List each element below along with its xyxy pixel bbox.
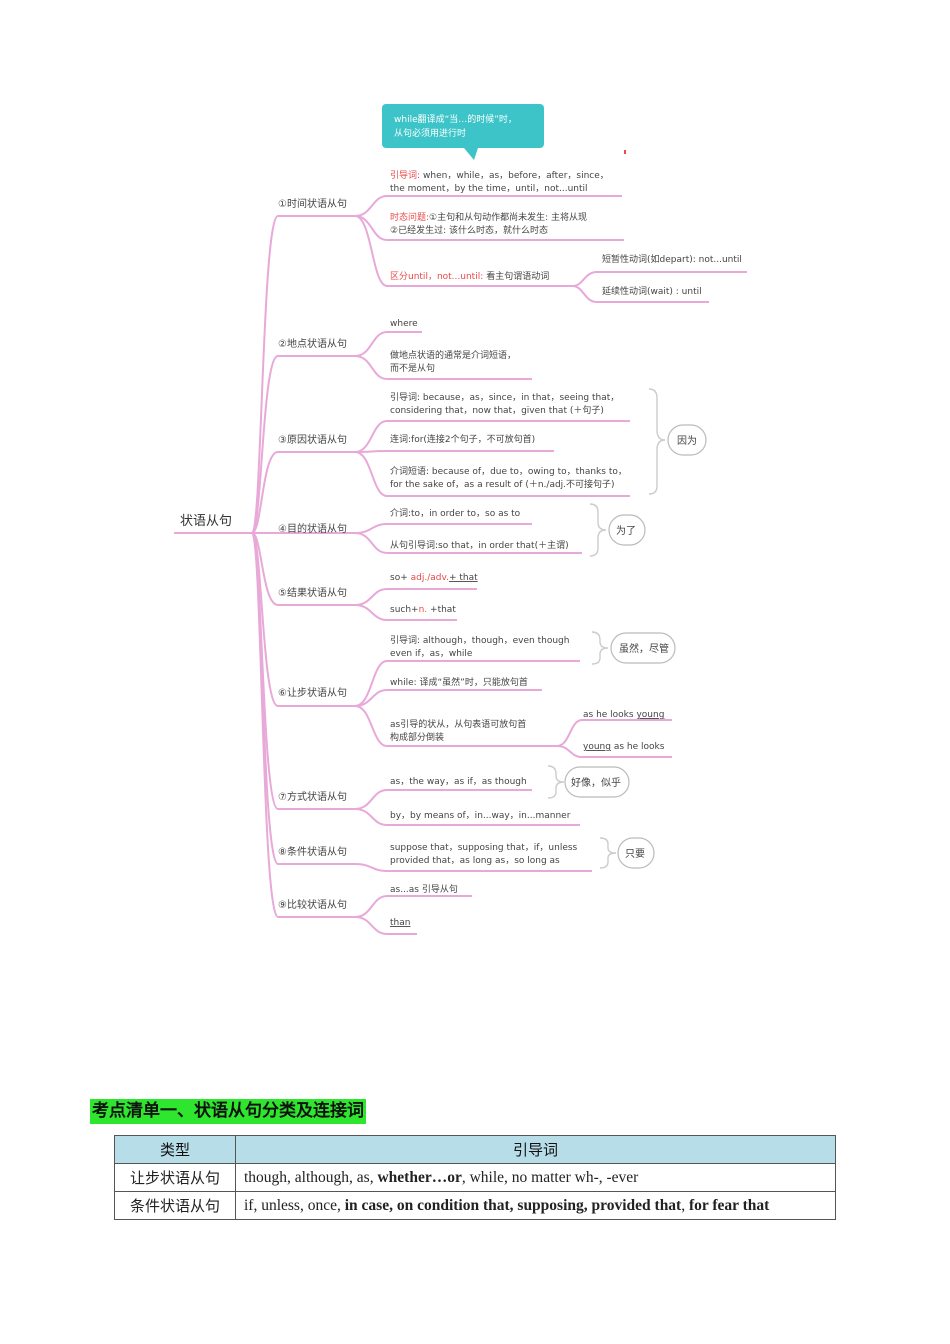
table-row: 条件状语从句 if, unless, once, in case, on con… bbox=[114, 1191, 836, 1220]
cause-item3-line1: 介词短语: because of，due to，owing to，thanks … bbox=[390, 465, 627, 477]
category-manner: ⑦方式状语从句 bbox=[278, 790, 347, 803]
place-item2-line2: 而不是从句 bbox=[390, 362, 435, 374]
concession-item3-line1: as引导的状从，从句表语可放句首 bbox=[390, 718, 526, 730]
svg-text:young as he looks: young as he looks bbox=[583, 742, 665, 752]
svg-text:区分until，not...until:看主句谓语动词: 区分until，not...until:看主句谓语动词 bbox=[390, 270, 549, 282]
result-item2-red: n. bbox=[419, 605, 428, 615]
place-item1: where bbox=[390, 319, 418, 329]
time-intro-line2: the moment，by the time，until，not...until bbox=[390, 184, 588, 194]
connectives-table: 类型 引导词 让步状语从句 though, although, as, whet… bbox=[114, 1135, 836, 1220]
root-label: 状语从句 bbox=[180, 514, 232, 529]
result-item1-post: + that bbox=[449, 573, 478, 583]
time-intro-line1: when，while，as，before，after，since， bbox=[423, 171, 609, 181]
svg-text:as he looks young: as he looks young bbox=[583, 710, 664, 720]
concession-sub1-pre: as he looks bbox=[583, 710, 636, 720]
condition-item1-line2: provided that，as long as，so long as bbox=[390, 856, 560, 866]
segment: if, unless, once, bbox=[244, 1196, 345, 1214]
time-until-label: 区分until，not...until: bbox=[390, 271, 483, 282]
concession-sub1-u: young bbox=[636, 710, 664, 720]
svg-text:such+n. +that: such+n. +that bbox=[390, 605, 456, 615]
row-connectives: though, although, as, whether…or, while,… bbox=[235, 1163, 836, 1192]
concession-sub2-post: as he looks bbox=[611, 742, 665, 752]
category-purpose: ④目的状语从句 bbox=[278, 522, 347, 535]
speech-bubble: while翻译成“当…的时候”时， 从句必须用进行时 bbox=[382, 104, 544, 160]
concession-item2: while: 译成“虽然”时，只能放句首 bbox=[390, 676, 528, 688]
purpose-item1: 介词:to，in order to，so as to bbox=[390, 508, 521, 519]
result-item1-red: adj./adv. bbox=[411, 573, 449, 583]
time-until-text: 看主句谓语动词 bbox=[486, 270, 549, 282]
svg-text:引导词:when，while，as，before，after: 引导词:when，while，as，before，after，since， bbox=[390, 170, 609, 181]
result-item2-post: +that bbox=[427, 605, 456, 615]
concession-bracket-label: 虽然，尽管 bbox=[619, 642, 669, 655]
category-place: ②地点状语从句 bbox=[278, 337, 347, 350]
concession-item1-line2: even if，as，while bbox=[390, 649, 473, 659]
segment: , bbox=[681, 1196, 689, 1214]
table-row: 让步状语从句 though, although, as, whether…or,… bbox=[114, 1163, 836, 1192]
bubble-line1: while翻译成“当…的时候”时， bbox=[394, 113, 517, 125]
comparison-item2: than bbox=[390, 918, 410, 928]
category-cause: ③原因状语从句 bbox=[278, 433, 347, 446]
time-until-short: 短暂性动词(如depart): not...until bbox=[602, 253, 742, 265]
category-time: ①时间状语从句 bbox=[278, 197, 347, 210]
time-tense-line1: ①主句和从句动作都尚未发生: 主将从现 bbox=[429, 211, 587, 223]
section-heading: 考点清单一、状语从句分类及连接词 bbox=[90, 1099, 366, 1124]
row-type: 条件状语从句 bbox=[114, 1191, 236, 1220]
row-connectives: if, unless, once, in case, on condition … bbox=[235, 1191, 836, 1220]
category-concession: ⑥让步状语从句 bbox=[278, 686, 347, 699]
result-item2-pre: such+ bbox=[390, 605, 419, 615]
concession-sub2-u: young bbox=[583, 742, 611, 752]
svg-text:so+ adj./adv.+ that: so+ adj./adv.+ that bbox=[390, 573, 478, 583]
time-intro-label: 引导词: bbox=[390, 170, 420, 181]
cause-item2: 连词:for(连接2个句子，不可放句首) bbox=[390, 433, 535, 445]
condition-item1-line1: suppose that，supposing that，if，unless bbox=[390, 843, 578, 853]
segment: though, although, as, bbox=[244, 1168, 378, 1186]
manner-item1: as，the way，as if，as though bbox=[390, 777, 527, 787]
manner-item2: by，by means of，in...way，in...manner bbox=[390, 811, 571, 821]
header-connectives: 引导词 bbox=[235, 1135, 836, 1164]
time-until-long: 延续性动词(wait) : until bbox=[602, 285, 702, 297]
cause-item3-line2: for the sake of，as a result of (＋n./adj.… bbox=[390, 478, 615, 490]
bubble-line2: 从句必须用进行时 bbox=[394, 127, 466, 139]
place-item2-line1: 做地点状语的通常是介词短语， bbox=[390, 349, 516, 361]
manner-bracket-label: 好像，似乎 bbox=[571, 777, 621, 789]
purpose-item2: 从句引导词:so that，in order that(＋主谓) bbox=[390, 539, 569, 551]
table-header-row: 类型 引导词 bbox=[114, 1135, 836, 1164]
category-comparison: ⑨比较状语从句 bbox=[278, 898, 347, 911]
cause-item1-line1: 引导词: because，as，since，in that，seeing tha… bbox=[390, 392, 619, 403]
segment-bold: for fear that bbox=[688, 1196, 770, 1214]
segment-bold: whether…or bbox=[377, 1168, 462, 1186]
cause-item1-line2: considering that，now that，given that (＋句… bbox=[390, 404, 604, 416]
time-tense-line2: ②已经发生过: 该什么时态，就什么时态 bbox=[390, 224, 548, 236]
condition-bracket-label: 只要 bbox=[625, 848, 645, 860]
category-condition: ⑧条件状语从句 bbox=[278, 845, 347, 858]
comparison-item1: as...as 引导从句 bbox=[390, 883, 458, 895]
category-result: ⑤结果状语从句 bbox=[278, 586, 347, 599]
row-type: 让步状语从句 bbox=[114, 1163, 236, 1192]
segment: , while, no matter wh-, -ever bbox=[461, 1168, 639, 1186]
concession-item1-line1: 引导词: although，though，even though bbox=[390, 635, 569, 646]
purpose-bracket-label: 为了 bbox=[616, 525, 636, 537]
concession-item3-line2: 构成部分倒装 bbox=[390, 731, 444, 743]
cause-bracket-label: 因为 bbox=[677, 435, 697, 447]
svg-text:时态问题:①主句和从句动作都尚未发生: 主将从现: 时态问题:①主句和从句动作都尚未发生: 主将从现 bbox=[390, 211, 587, 223]
time-tense-label: 时态问题: bbox=[390, 211, 429, 223]
result-item1-pre: so+ bbox=[390, 573, 411, 583]
mindmap-image: while翻译成“当…的时候”时， 从句必须用进行时 状语从句 ①时间状语从句 … bbox=[172, 96, 776, 938]
segment-bold: in case, on condition that, supposing, p… bbox=[344, 1196, 682, 1214]
header-type: 类型 bbox=[114, 1135, 236, 1164]
